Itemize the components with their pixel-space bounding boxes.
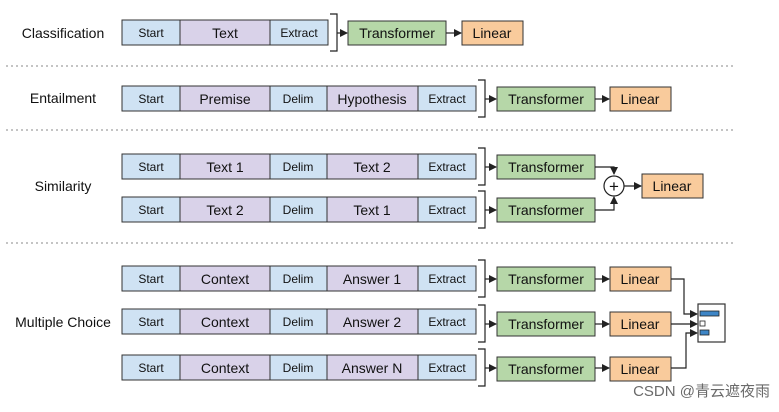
multiple-choice-input-row-1: Start Context Delim Answer 1 Extract bbox=[121, 265, 477, 292]
linear-label: Linear bbox=[621, 91, 660, 107]
segment-delim: Delim bbox=[283, 272, 314, 286]
multiple-choice-input-row-3: Start Context Delim Answer N Extract bbox=[121, 354, 477, 381]
linear-box bbox=[609, 356, 672, 382]
segment-extract: Extract bbox=[428, 160, 466, 174]
segment-delim: Delim bbox=[283, 92, 314, 106]
segment-start: Start bbox=[138, 315, 164, 329]
segment-start: Start bbox=[138, 203, 164, 217]
segment-text-1: Text 1 bbox=[206, 159, 244, 175]
bracket bbox=[478, 348, 486, 387]
segment-answer: Answer N bbox=[342, 360, 403, 376]
connector bbox=[595, 166, 618, 175]
transformer-label: Transformer bbox=[359, 25, 435, 41]
segment-text: Text bbox=[212, 25, 238, 41]
softmax-bars-icon bbox=[697, 303, 726, 343]
segment-context: Context bbox=[201, 360, 249, 376]
segment-start: Start bbox=[138, 26, 164, 40]
transformer-box bbox=[496, 356, 596, 382]
segment-premise: Premise bbox=[199, 91, 251, 107]
segment-text-1: Text 1 bbox=[353, 202, 391, 218]
segment-delim: Delim bbox=[283, 361, 314, 375]
multiple-choice-input-row-2: Start Context Delim Answer 2 Extract bbox=[121, 308, 477, 335]
segment-text-2: Text 2 bbox=[206, 202, 244, 218]
transformer-box bbox=[496, 197, 596, 223]
segment-start: Start bbox=[138, 361, 164, 375]
entailment-input-row: Start Premise Delim Hypothesis Extract bbox=[121, 85, 477, 112]
task-label-multiple-choice: Multiple Choice bbox=[15, 314, 111, 330]
transformer-label: Transformer bbox=[508, 91, 584, 107]
segment-extract: Extract bbox=[428, 203, 466, 217]
segment-start: Start bbox=[138, 92, 164, 106]
watermark: CSDN @青云遮夜雨 bbox=[633, 383, 770, 400]
bracket bbox=[478, 79, 486, 118]
segment-delim: Delim bbox=[283, 315, 314, 329]
transformer-box bbox=[496, 86, 596, 112]
linear-label: Linear bbox=[621, 271, 660, 287]
segment-extract: Extract bbox=[428, 315, 466, 329]
transformer-label: Transformer bbox=[508, 159, 584, 175]
segment-delim: Delim bbox=[283, 160, 314, 174]
linear-box bbox=[609, 266, 672, 292]
linear-label: Linear bbox=[473, 25, 512, 41]
connector bbox=[671, 329, 698, 369]
bracket bbox=[478, 190, 486, 229]
segment-extract: Extract bbox=[428, 92, 466, 106]
transformer-label: Transformer bbox=[508, 271, 584, 287]
classification-input-row: Start Text Extract bbox=[121, 19, 329, 46]
linear-label: Linear bbox=[621, 316, 660, 332]
segment-answer: Answer 2 bbox=[343, 314, 402, 330]
linear-box bbox=[461, 20, 524, 46]
segment-text-2: Text 2 bbox=[353, 159, 391, 175]
similarity-input-row-2: Start Text 2 Delim Text 1 Extract bbox=[121, 196, 477, 223]
transformer-label: Transformer bbox=[508, 202, 584, 218]
connector bbox=[595, 196, 618, 211]
linear-label: Linear bbox=[621, 361, 660, 377]
segment-context: Context bbox=[201, 271, 249, 287]
bracket bbox=[478, 147, 486, 186]
linear-box bbox=[609, 86, 672, 112]
transformer-box bbox=[496, 266, 596, 292]
segment-answer: Answer 1 bbox=[343, 271, 402, 287]
transformer-box bbox=[347, 20, 447, 46]
bracket bbox=[478, 259, 486, 298]
segment-start: Start bbox=[138, 160, 164, 174]
segment-extract: Extract bbox=[428, 361, 466, 375]
similarity-input-row-1: Start Text 1 Delim Text 2 Extract bbox=[121, 153, 477, 180]
connector bbox=[671, 278, 698, 318]
segment-context: Context bbox=[201, 314, 249, 330]
transformer-box bbox=[496, 311, 596, 337]
transformer-label: Transformer bbox=[508, 316, 584, 332]
transformer-label: Transformer bbox=[508, 361, 584, 377]
segment-extract: Extract bbox=[280, 26, 318, 40]
bracket bbox=[478, 304, 486, 343]
linear-label: Linear bbox=[653, 178, 692, 194]
task-label-entailment: Entailment bbox=[30, 90, 96, 106]
segment-hypothesis: Hypothesis bbox=[337, 91, 406, 107]
segment-extract: Extract bbox=[428, 272, 466, 286]
segment-delim: Delim bbox=[283, 203, 314, 217]
task-label-similarity: Similarity bbox=[35, 178, 92, 194]
segment-start: Start bbox=[138, 272, 164, 286]
bracket bbox=[330, 13, 338, 52]
sum-operator-symbol: + bbox=[609, 177, 619, 196]
task-label-classification: Classification bbox=[22, 25, 104, 41]
linear-box bbox=[641, 173, 704, 199]
